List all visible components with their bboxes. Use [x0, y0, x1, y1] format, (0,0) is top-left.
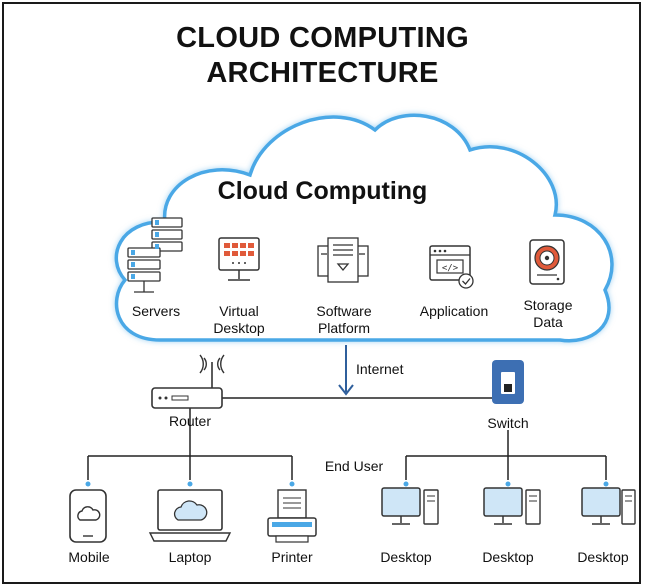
monitor-grid-icon — [218, 237, 260, 281]
label-internet: Internet — [356, 361, 404, 377]
switch-icon — [492, 360, 524, 404]
desktop-icon-3 — [581, 481, 636, 525]
diagram-title-line2: ARCHITECTURE — [206, 57, 439, 89]
desktop-icon-2 — [483, 481, 541, 525]
diagram-title-line1: CLOUD COMPUTING — [176, 22, 469, 54]
mobile-icon — [69, 481, 107, 543]
router-icon — [151, 354, 225, 409]
code-window-icon: </> — [429, 245, 474, 289]
label-software-platform: Software Platform — [316, 303, 372, 336]
desktop-icon-1 — [381, 481, 439, 525]
label-router: Router — [168, 413, 212, 429]
label-application: Application — [419, 303, 489, 319]
printer-icon — [267, 481, 317, 543]
cloud-title: Cloud Computing — [217, 177, 428, 205]
label-laptop: Laptop — [168, 549, 212, 565]
server-rack-icon — [127, 217, 183, 293]
label-desktop-3: Desktop — [577, 549, 629, 565]
label-end-user: End User — [324, 458, 384, 474]
label-virtual-desktop: Virtual Desktop — [213, 303, 265, 336]
label-printer: Printer — [271, 549, 313, 565]
label-mobile: Mobile — [68, 549, 110, 565]
laptop-icon — [148, 481, 232, 542]
cloud-shape — [114, 113, 614, 343]
label-switch: Switch — [487, 415, 529, 431]
server-tower-icon — [317, 237, 369, 283]
hard-disk-icon — [529, 239, 565, 285]
svg-text:</>: </> — [442, 264, 459, 274]
label-desktop-2: Desktop — [482, 549, 534, 565]
label-storage-data: Storage Data — [523, 297, 573, 330]
internet-arrow — [338, 384, 354, 396]
label-desktop-1: Desktop — [380, 549, 432, 565]
label-servers: Servers — [131, 303, 181, 319]
